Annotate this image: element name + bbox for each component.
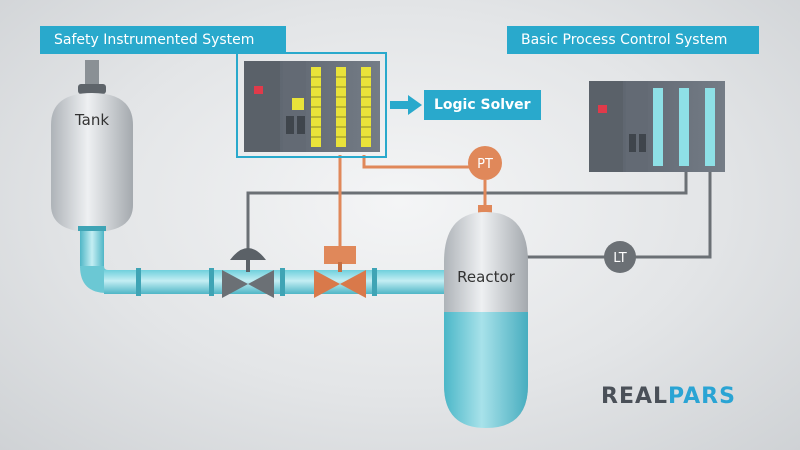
sis-plc [236,52,387,158]
reactor-label: Reactor [457,268,515,286]
tank: Tank [51,60,133,232]
brand-part1: REAL [601,384,669,409]
brand-part2: PARS [668,384,736,409]
safety-valve [314,246,366,298]
reactor: Reactor [444,205,528,428]
logic-solver-arrow-icon [390,95,422,115]
control-signal-lines [246,170,712,259]
tank-label: Tank [74,111,109,129]
sis-title: Safety Instrumented System [40,26,286,54]
process-pipe [78,226,446,296]
pressure-transmitter: PT [468,146,502,180]
control-valve [222,248,274,298]
bpcs-title: Basic Process Control System [507,26,759,54]
logic-solver-label: Logic Solver [424,90,541,120]
bpcs-plc [589,81,725,172]
pt-label: PT [477,157,493,172]
brand-logo: REALPARS [601,384,736,409]
level-transmitter: LT [604,241,636,273]
lt-label: LT [613,251,626,266]
